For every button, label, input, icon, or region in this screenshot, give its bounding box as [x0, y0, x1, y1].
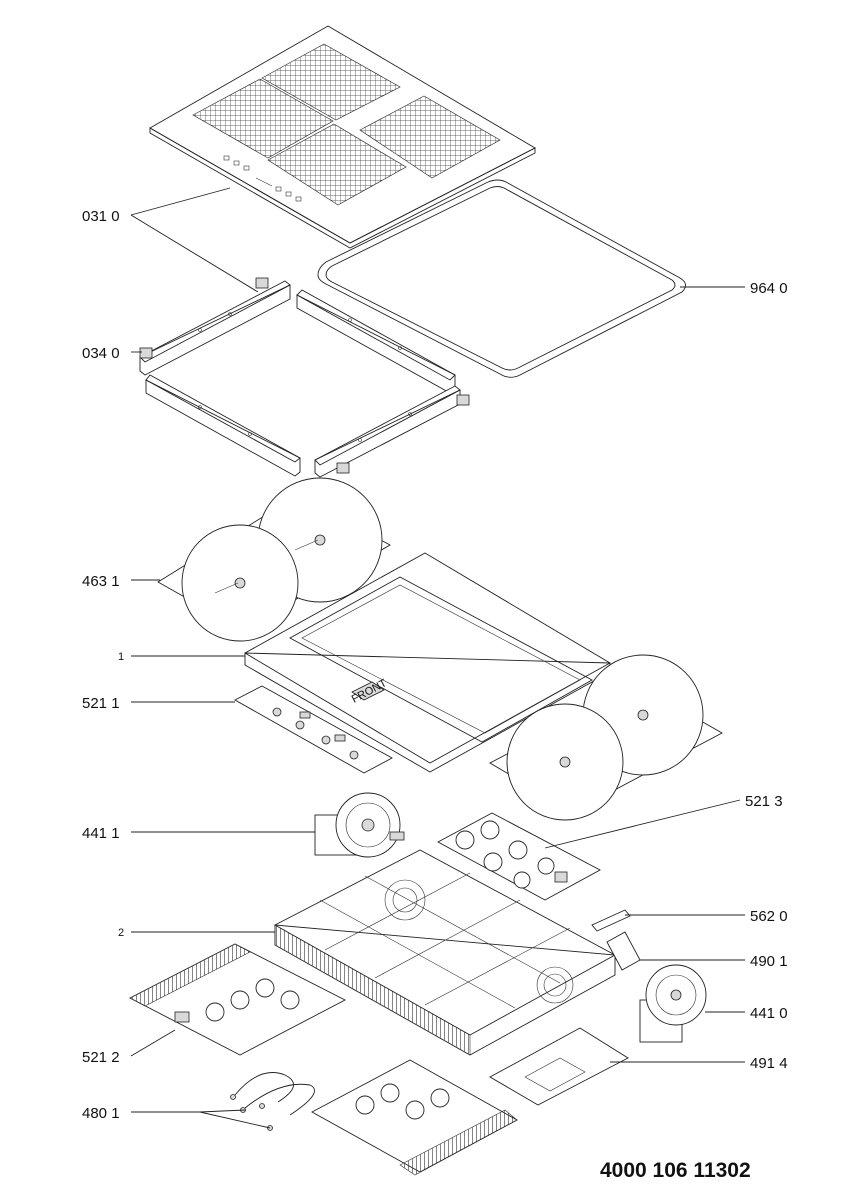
label-031-0: 031 0 — [82, 208, 120, 225]
label-441-0: 441 0 — [750, 1005, 788, 1022]
fan-left-part — [314, 792, 405, 858]
label-2: 2 — [118, 927, 124, 939]
coil-plate-right — [489, 654, 723, 821]
label-491-4: 491 4 — [750, 1055, 788, 1072]
coil-plate-left — [157, 477, 391, 642]
fuse-holder-part — [606, 931, 641, 971]
glass-top-part — [149, 25, 536, 249]
leader-lines — [130, 187, 745, 1129]
label-034-0: 034 0 — [82, 345, 120, 362]
chassis-frame-part: FRONT — [244, 552, 611, 773]
cables-part — [230, 1072, 315, 1131]
label-562-0: 562 0 — [750, 908, 788, 925]
label-480-1: 480 1 — [82, 1105, 120, 1122]
fixing-clips-part — [139, 277, 470, 474]
document-number: 4000 106 11302 — [600, 1159, 751, 1182]
label-964-0: 964 0 — [750, 280, 788, 297]
control-keys — [223, 155, 302, 202]
label-521-1: 521 1 — [82, 695, 120, 712]
label-521-3: 521 3 — [745, 793, 783, 810]
cover-plate-part — [489, 1027, 629, 1106]
gasket-part — [317, 179, 686, 378]
label-463-1: 463 1 — [82, 573, 120, 590]
fuse-part — [591, 909, 631, 932]
fan-right-part — [639, 964, 707, 1043]
control-board-part — [234, 685, 393, 774]
label-1: 1 — [118, 651, 124, 663]
label-441-1: 441 1 — [82, 825, 120, 842]
power-board-left-part — [129, 943, 346, 1056]
bottom-casing-part — [274, 849, 616, 1056]
frame-profiles-part — [139, 280, 461, 478]
label-521-2: 521 2 — [82, 1049, 120, 1066]
power-board-right-part — [311, 1059, 518, 1176]
label-490-1: 490 1 — [750, 953, 788, 970]
filter-board-part — [437, 812, 601, 901]
